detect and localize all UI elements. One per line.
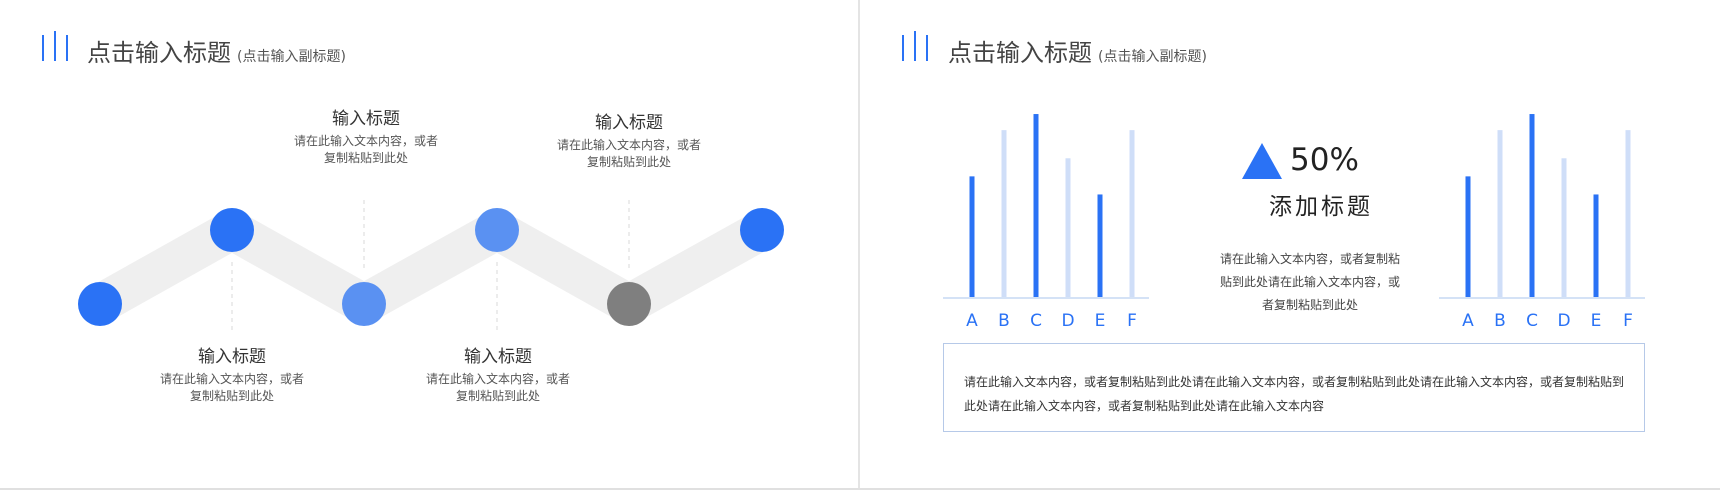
right-chart-tick-label: E (1591, 311, 1602, 331)
step-desc: 复制粘贴到此处 (189, 389, 274, 403)
step-text-bottom-1[interactable]: 输入标题 请在此输入文本内容，或者 复制粘贴到此处 (122, 345, 342, 405)
page-title[interactable]: 点击输入标题 (点击输入副标题) (948, 33, 1207, 68)
left-chart-bar[interactable] (1001, 130, 1007, 297)
step-node[interactable] (78, 282, 122, 326)
step-text-top-2[interactable]: 输入标题 请在此输入文本内容，或者 复制粘贴到此处 (519, 111, 739, 171)
right-chart-bar[interactable] (1561, 158, 1567, 297)
bottom-rule (0, 488, 1720, 490)
step-heading: 输入标题 (332, 109, 400, 129)
left-chart-tick-label: D (1061, 311, 1074, 331)
step-node[interactable] (342, 282, 386, 326)
left-chart-tick-label: C (1030, 311, 1042, 331)
step-desc: 请在此输入文本内容，或者 (293, 134, 438, 148)
right-chart-bar[interactable] (1529, 114, 1535, 297)
text-box[interactable]: 请在此输入文本内容，或者复制粘贴到此处请在此输入文本内容，或者复制粘贴到此处请在… (943, 343, 1645, 432)
right-chart-bar[interactable] (1497, 130, 1503, 297)
right-chart-bar[interactable] (1593, 194, 1599, 297)
step-text-bottom-2[interactable]: 输入标题 请在此输入文本内容，或者 复制粘贴到此处 (388, 345, 608, 405)
right-chart-tick-label: F (1623, 311, 1633, 331)
page-title[interactable]: 点击输入标题 (点击输入副标题) (87, 33, 346, 68)
right-chart-tick-label: C (1526, 311, 1538, 331)
left-chart-bar[interactable] (969, 176, 975, 297)
right-chart-bar[interactable] (1625, 130, 1631, 297)
step-heading: 输入标题 (198, 347, 266, 367)
stat-group: 50% (1236, 140, 1456, 180)
left-slide: 点击输入标题 (点击输入副标题) 输入标题 请在此输入文本内容，或者 复制粘贴到此… (0, 0, 858, 490)
title-accent-icon (42, 31, 72, 61)
triangle-up-icon (1242, 143, 1282, 179)
stat-description[interactable]: 请在此输入文本内容，或者复制粘 贴到此处请在此输入文本内容，或 者复制粘贴到此处 (1190, 248, 1430, 317)
right-chart-tick-label: A (1462, 311, 1474, 331)
step-node[interactable] (475, 208, 519, 252)
stat-desc-line: 者复制粘贴到此处 (1261, 298, 1358, 312)
step-heading: 输入标题 (595, 113, 663, 133)
left-chart-tick-label: F (1127, 311, 1137, 331)
step-node[interactable] (607, 282, 651, 326)
step-desc: 复制粘贴到此处 (586, 155, 671, 169)
title-text: 点击输入标题 (948, 39, 1092, 67)
step-desc: 复制粘贴到此处 (323, 151, 408, 165)
step-desc: 请在此输入文本内容，或者 (159, 372, 304, 386)
title-accent-icon (902, 31, 932, 61)
step-node[interactable] (210, 208, 254, 252)
left-chart-bar[interactable] (1033, 114, 1039, 297)
stat-desc-line: 贴到此处请在此输入文本内容，或 (1219, 275, 1400, 289)
step-desc: 请在此输入文本内容，或者 (556, 138, 701, 152)
text-box-content: 请在此输入文本内容，或者复制粘贴到此处请在此输入文本内容，或者复制粘贴到此处请在… (964, 375, 1625, 413)
left-chart-bar[interactable] (1129, 130, 1135, 297)
right-chart-tick-label: B (1494, 311, 1506, 331)
step-desc: 复制粘贴到此处 (455, 389, 540, 403)
slide-divider (858, 0, 860, 490)
subtitle-text: (点击输入副标题) (237, 49, 346, 65)
title-text: 点击输入标题 (87, 39, 231, 67)
left-chart-tick-label: E (1095, 311, 1106, 331)
step-heading: 输入标题 (464, 347, 532, 367)
right-chart-tick-label: D (1557, 311, 1570, 331)
zigzag-band (90, 210, 772, 324)
stat-value: 50% (1290, 142, 1359, 178)
step-node[interactable] (740, 208, 784, 252)
left-chart-bar[interactable] (1065, 158, 1071, 297)
stat-heading[interactable]: 添加标题 (1269, 194, 1373, 220)
right-chart-bar[interactable] (1465, 176, 1471, 297)
step-desc: 请在此输入文本内容，或者 (425, 372, 570, 386)
subtitle-text: (点击输入副标题) (1098, 49, 1207, 65)
left-chart-tick-label: A (966, 311, 978, 331)
stat-desc-line: 请在此输入文本内容，或者复制粘 (1219, 252, 1400, 266)
zigzag-diagram (78, 200, 784, 334)
left-chart-bar[interactable] (1097, 194, 1103, 297)
step-text-top-1[interactable]: 输入标题 请在此输入文本内容，或者 复制粘贴到此处 (256, 107, 476, 167)
left-chart-tick-label: B (998, 311, 1010, 331)
